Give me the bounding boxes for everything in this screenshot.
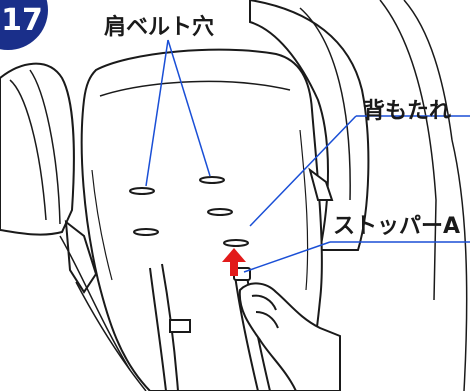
red-up-arrow-icon [222, 248, 246, 276]
backrest-label: 背もたれ [363, 99, 452, 124]
right-canopy [249, 0, 370, 251]
stopper-a-label: ストッパーA [333, 214, 461, 239]
leader-lines [145, 39, 470, 273]
step-badge [0, 0, 48, 50]
step-number: 17 [1, 2, 43, 38]
hand-icon [238, 282, 341, 391]
belt-slots [129, 176, 249, 247]
shoulder-belt-holes-label: 肩ベルト穴 [104, 15, 215, 40]
